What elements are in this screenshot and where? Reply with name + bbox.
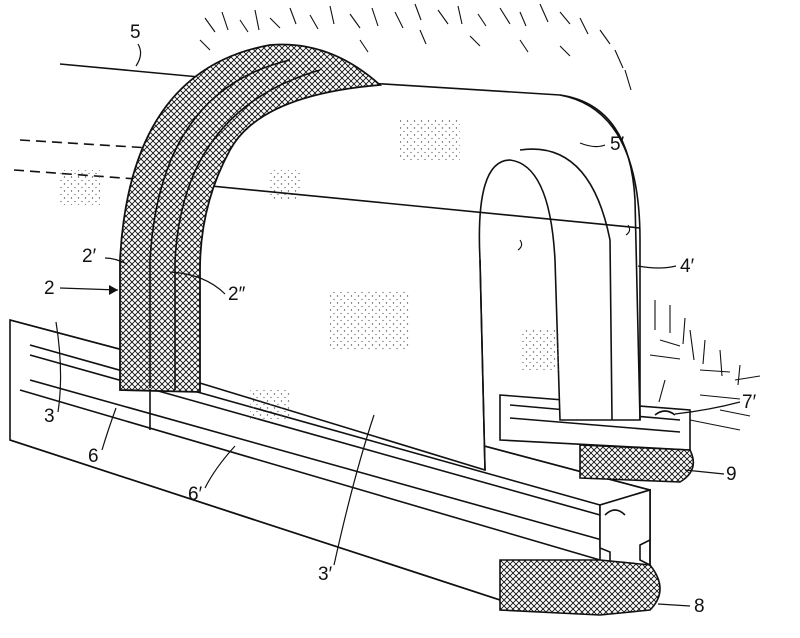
label-2-double-prime: 2″ [228, 284, 246, 305]
rock-texture-top [199, 3, 632, 91]
label-5: 5 [130, 22, 141, 43]
label-6: 6 [88, 446, 99, 467]
label-6-prime: 6′ [188, 484, 203, 505]
label-8: 8 [694, 596, 705, 617]
label-2: 2 [44, 278, 55, 299]
stipple-patch [60, 170, 100, 205]
reference-labels: 5 5′ 4′ 2′ 2″ 2 3 6 6′ 3′ 7′ 9 8 [44, 22, 757, 617]
label-3-prime: 3′ [318, 564, 333, 585]
label-9: 9 [726, 464, 737, 485]
footing-8 [499, 559, 661, 616]
arch-ring-hatched [119, 43, 383, 393]
label-5-prime: 5′ [610, 134, 625, 155]
tunnel-arch-shell [149, 79, 641, 472]
rock-texture-right [649, 300, 761, 431]
label-3: 3 [44, 406, 55, 427]
label-4-prime: 4′ [680, 256, 695, 277]
footing-9 [579, 444, 695, 483]
label-7-prime: 7′ [742, 392, 757, 413]
label-2-prime: 2′ [82, 246, 97, 267]
